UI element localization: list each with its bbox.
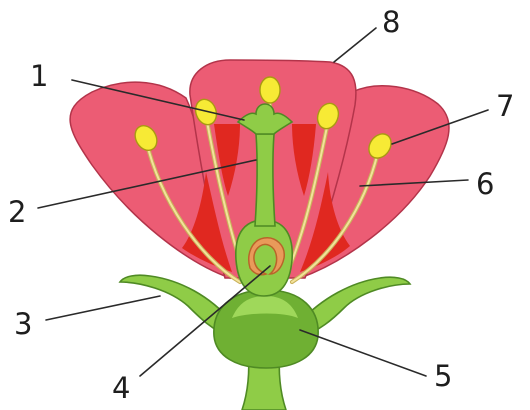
label-7: 7 <box>496 89 514 123</box>
anther-3 <box>260 77 280 103</box>
label-8: 8 <box>382 5 400 39</box>
label-2: 2 <box>8 195 26 229</box>
label-5: 5 <box>434 359 452 393</box>
label-6: 6 <box>476 167 494 201</box>
leader-8 <box>334 28 376 62</box>
label-1: 1 <box>30 59 48 93</box>
receptacle-group <box>214 290 318 410</box>
style <box>255 134 275 226</box>
leader-5 <box>300 330 426 376</box>
leader-3 <box>46 296 160 320</box>
label-4: 4 <box>112 371 130 405</box>
label-3: 3 <box>14 307 32 341</box>
